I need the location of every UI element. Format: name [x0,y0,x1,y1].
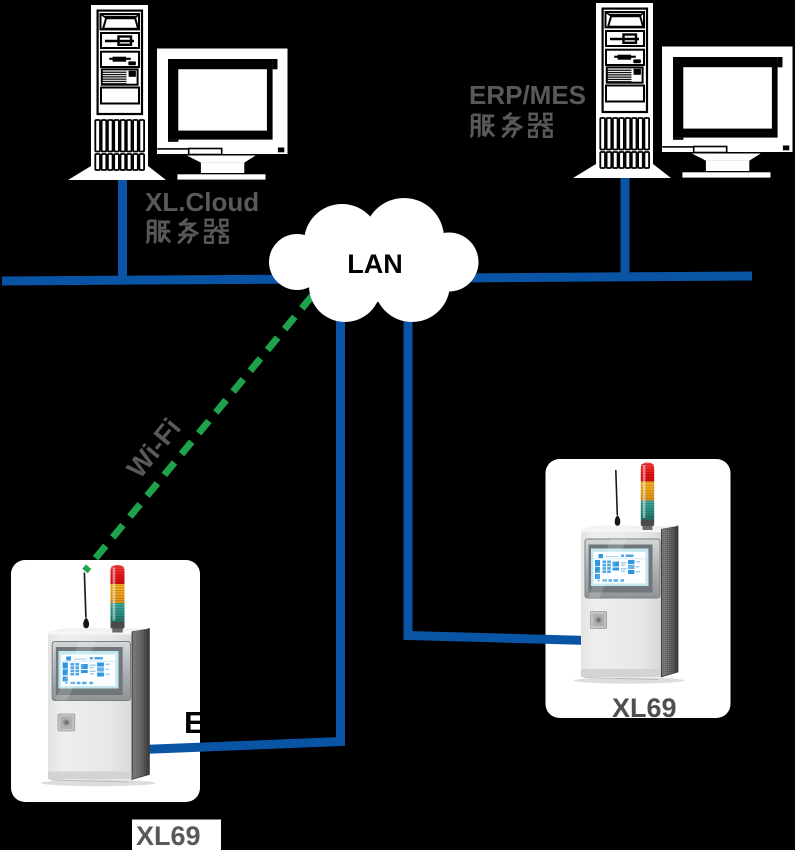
svg-text:Wi-Fi: Wi-Fi [120,412,186,483]
svg-text:LAN: LAN [347,249,403,279]
svg-text:XL.Cloud: XL.Cloud [145,187,259,217]
svg-text:XL69: XL69 [612,693,677,723]
svg-text:E: E [184,705,205,740]
svg-text:XL69: XL69 [136,821,201,850]
svg-text:ERP/MES: ERP/MES [469,80,586,110]
